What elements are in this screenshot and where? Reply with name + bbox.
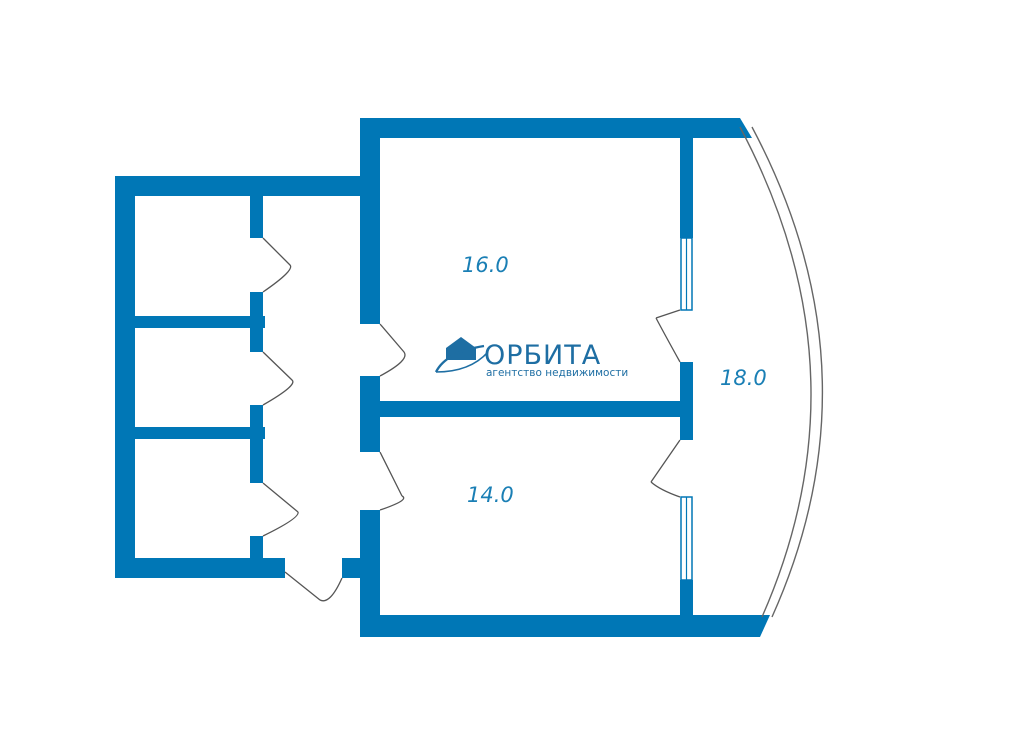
wall-wing-left [115,176,135,578]
doors [262,237,681,602]
balcony-glazing [739,126,824,618]
wall-closet-2 [135,427,265,439]
wall-main-bottom [360,615,770,637]
door-closet-2 [262,351,294,406]
logo: ОРБИТА агентство недвижимости [434,337,628,379]
door-closet-3 [262,482,299,537]
wall-corridor-1 [250,196,263,238]
wall-wing-bottom-a [115,558,285,578]
wall-balcony-mid [680,362,693,440]
wall-room-divider [380,401,690,417]
wall-main-left-middle [360,376,380,452]
door-balcony-top [655,309,681,363]
wall-balcony-top [680,138,693,238]
logo-tagline: агентство недвижимости [486,367,628,379]
wall-corridor-3 [250,405,263,483]
door-room-top [379,323,406,377]
wall-closet-1 [135,316,265,328]
room-area-balcony: 18.0 [720,366,767,390]
wall-corridor-4 [250,536,263,558]
walls [115,118,770,637]
door-balcony-bottom [650,439,681,498]
door-entrance [284,571,343,602]
room-area-bottom: 14.0 [467,483,514,507]
wall-main-left-upper [360,118,380,324]
room-area-top: 16.0 [462,253,509,277]
wall-balcony-bottom [680,580,693,615]
door-closet-1 [262,237,292,293]
wall-main-top [360,118,752,138]
wall-wing-top [115,176,380,196]
wall-corridor-2 [250,292,263,352]
house-orbit-icon [434,337,489,373]
logo-name: ОРБИТА [484,340,601,371]
door-room-bottom [379,451,405,511]
wall-wing-bottom-b [342,558,380,578]
